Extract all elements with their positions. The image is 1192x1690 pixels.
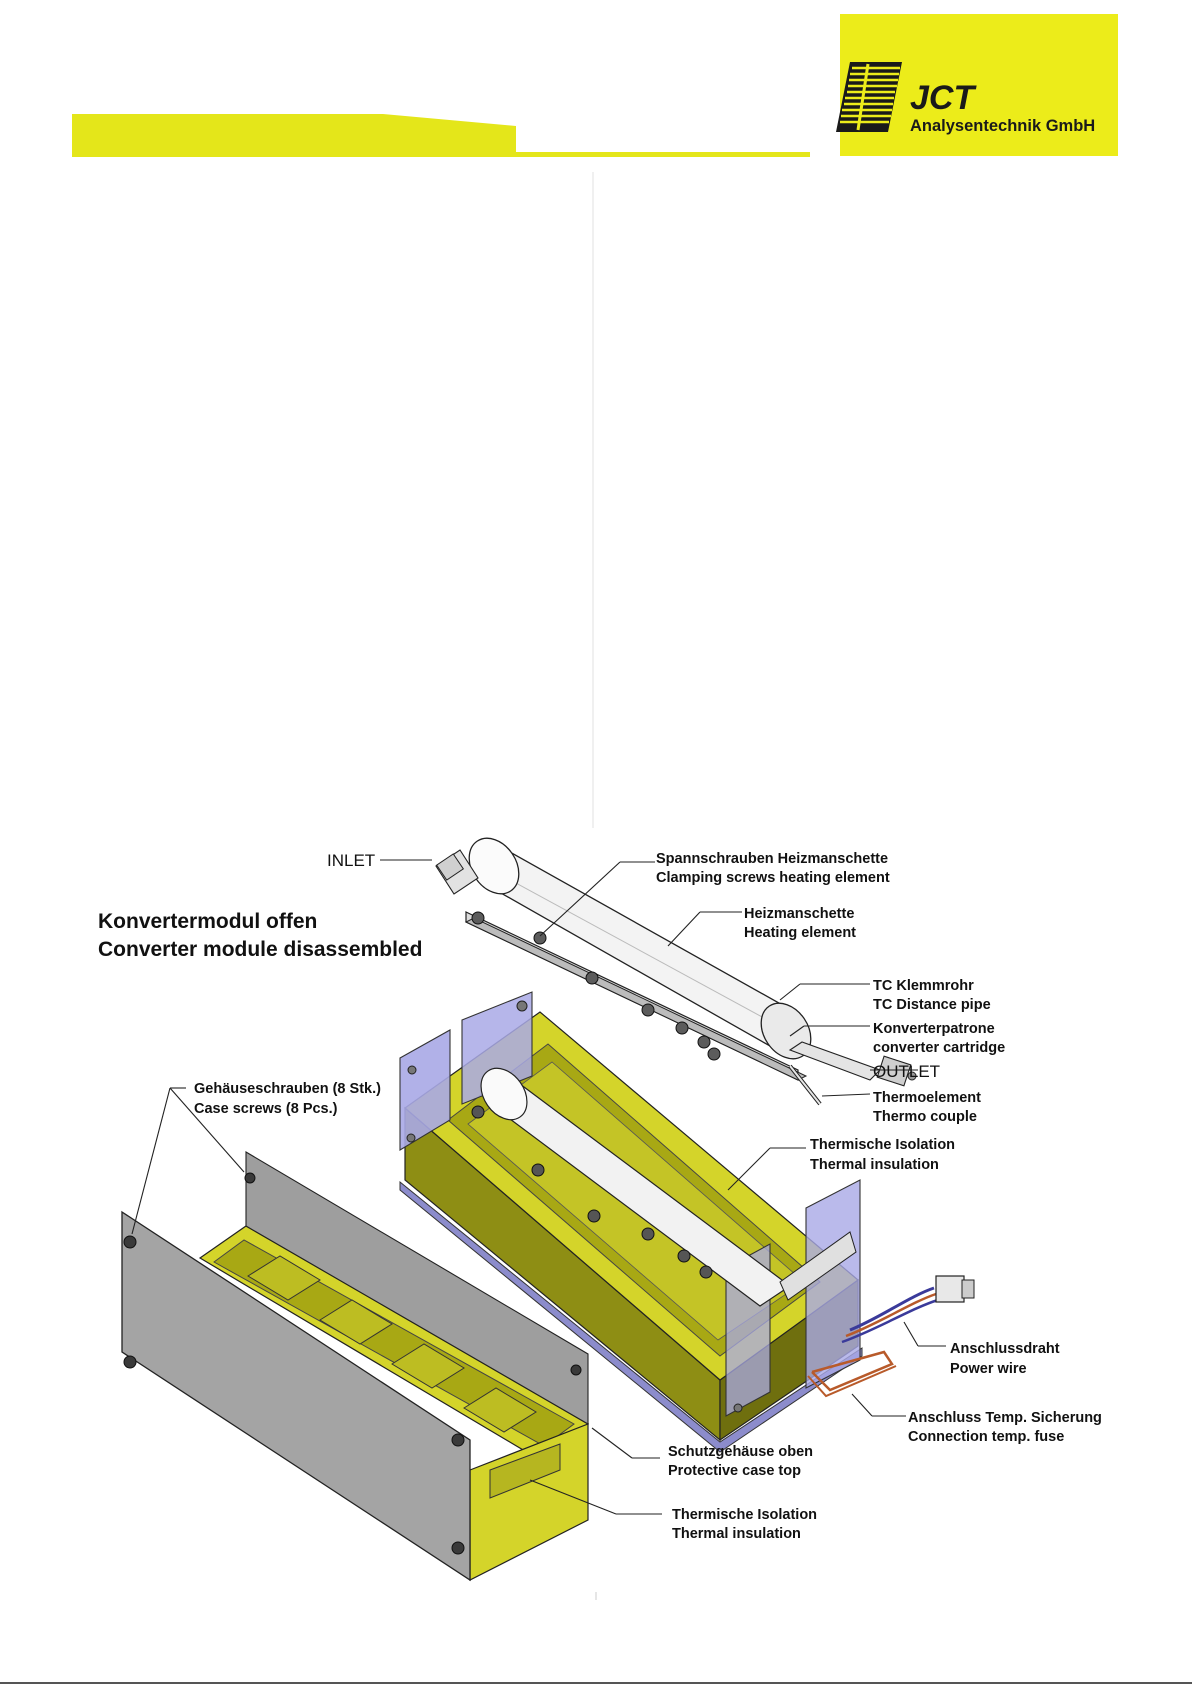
figure-title-de: Konvertermodul offen [98, 910, 317, 933]
label-fuse-en: Connection temp. fuse [908, 1429, 1064, 1445]
leader-lines [131, 859, 946, 1515]
label-heat-de: Heizmanschette [744, 906, 854, 922]
temp-fuse-wire [807, 1350, 897, 1398]
power-wire [841, 1275, 975, 1344]
protective-case [121, 1151, 590, 1582]
logo-brand: JCT [910, 79, 977, 117]
label-tc-pipe-de: TC Klemmrohr [873, 978, 974, 994]
label-screws-en: Case screws (8 Pcs.) [194, 1101, 338, 1117]
label-cartridge-de: Konverterpatrone [873, 1021, 995, 1037]
upper-heating-element [435, 837, 917, 1106]
label-tc-pipe-en: TC Distance pipe [873, 997, 991, 1013]
label-inlet: INLET [327, 851, 375, 870]
jct-logo-mark-icon [836, 62, 902, 132]
label-case-de: Schutzgehäuse oben [668, 1444, 813, 1460]
header-bar [72, 114, 810, 157]
logo-company: Analysentechnik GmbH [910, 117, 1095, 135]
label-clamp-de: Spannschrauben Heizmanschette [656, 851, 888, 867]
label-thermo-en: Thermo couple [873, 1109, 977, 1125]
labels: INLET Spannschrauben Heizmanschette Clam… [194, 851, 1102, 1542]
label-clamp-en: Clamping screws heating element [656, 870, 890, 886]
figure-title-en: Converter module disassembled [98, 938, 422, 961]
inlet-fitting [435, 849, 479, 895]
label-outlet: OUTLET [873, 1062, 940, 1081]
outlet-fitting [788, 1041, 917, 1087]
label-power-en: Power wire [950, 1361, 1027, 1377]
lower-heating-element [471, 1067, 857, 1307]
label-power-de: Anschlussdraht [950, 1341, 1060, 1357]
label-thermo-de: Thermoelement [873, 1090, 981, 1106]
label-fuse-de: Anschluss Temp. Sicherung [908, 1410, 1102, 1426]
label-insulation2-de: Thermische Isolation [672, 1507, 817, 1523]
label-insulation-en: Thermal insulation [810, 1157, 939, 1173]
company-logo: JCT Analysentechnik GmbH [836, 14, 1118, 156]
label-cartridge-en: converter cartridge [873, 1040, 1005, 1056]
label-insulation2-en: Thermal insulation [672, 1526, 801, 1542]
label-case-en: Protective case top [668, 1463, 801, 1479]
thermo-couple [788, 1064, 822, 1106]
converter-figure: Konvertermodul offen Converter module di… [98, 837, 1102, 1582]
label-insulation-de: Thermische Isolation [810, 1137, 955, 1153]
label-screws-de: Gehäuseschrauben (8 Stk.) [194, 1081, 381, 1097]
label-heat-en: Heating element [744, 925, 856, 941]
